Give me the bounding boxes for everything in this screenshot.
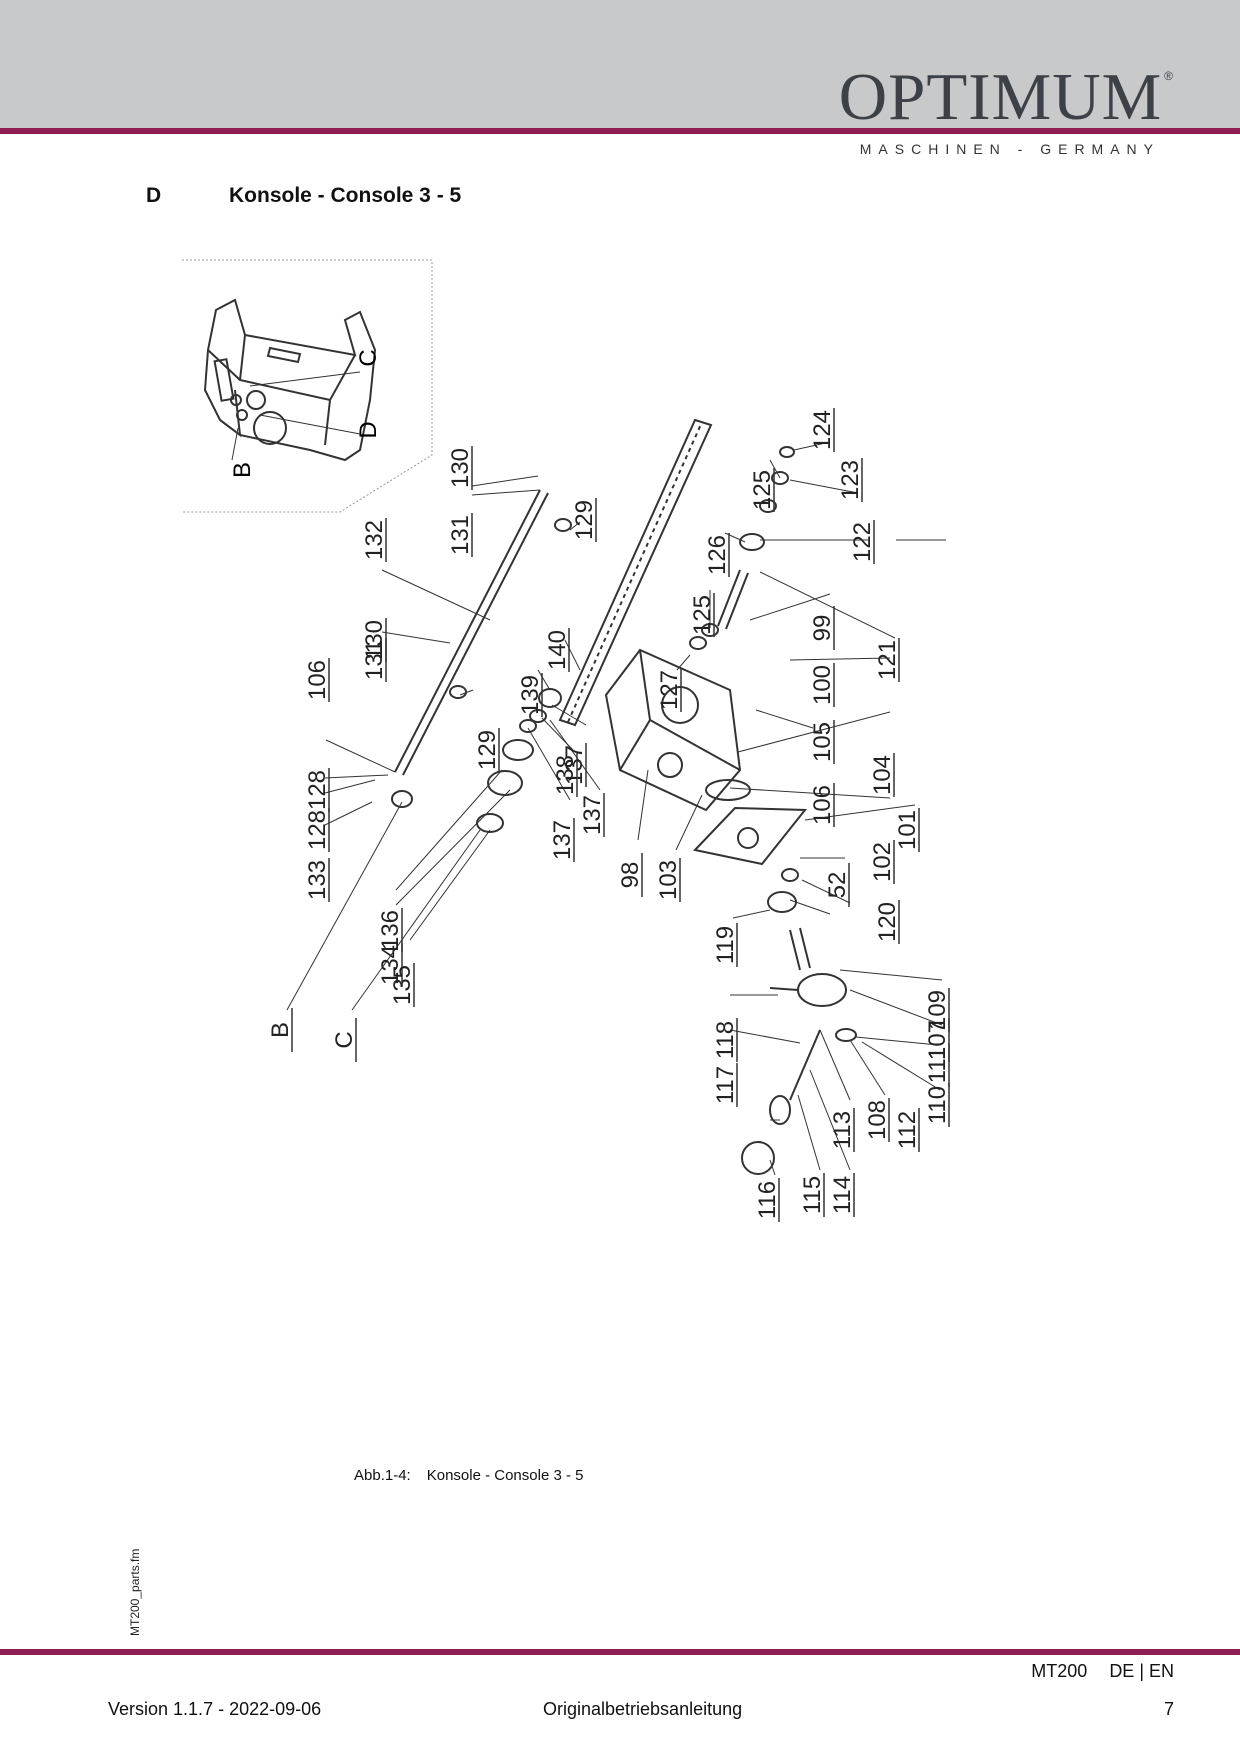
overview-label-b: B: [229, 462, 256, 478]
part-number-label: 137: [579, 795, 606, 835]
brand-name: OPTIMUM: [838, 60, 1163, 134]
part-number-label: C: [331, 1031, 358, 1048]
part-number-label: 52: [824, 872, 851, 899]
footer-model: MT200 DE | EN: [1031, 1661, 1174, 1682]
brand-logo: OPTIMUM®: [839, 64, 1174, 131]
footer-manual-title: Originalbetriebsanleitung: [543, 1699, 743, 1719]
part-number-label: 115: [799, 1176, 826, 1214]
page-number: 7: [1163, 1699, 1174, 1719]
footer-rule: [0, 1649, 1240, 1655]
part-number-label: 102: [869, 842, 896, 882]
part-number-label: 125: [749, 470, 776, 510]
part-number-label: 131: [361, 640, 388, 680]
part-number-label: 106: [809, 785, 836, 825]
part-number-label: 119: [712, 926, 739, 964]
part-number-label: 137: [549, 820, 576, 860]
figure-caption: Abb.1-4: Konsole - Console 3 - 5: [354, 1467, 583, 1484]
part-number-label: 120: [874, 902, 901, 942]
part-number-label: 132: [361, 520, 388, 560]
part-number-label: 128: [304, 810, 331, 850]
part-number-label: 110: [924, 1086, 951, 1124]
part-number-label: 117: [712, 1066, 739, 1104]
part-number-label: 103: [655, 860, 682, 900]
section-letter: D: [146, 184, 162, 207]
part-number-label: 134: [377, 945, 404, 985]
part-number-label: 116: [754, 1181, 781, 1219]
part-number-label: 130: [361, 620, 388, 660]
part-number-label: 124: [809, 410, 836, 450]
part-number-label: 107: [924, 1020, 951, 1060]
part-number-label: 109: [924, 990, 951, 1030]
registered-mark: ®: [1164, 69, 1174, 83]
part-number-label: 129: [474, 730, 501, 770]
caption-text: Konsole - Console 3 - 5: [426, 1467, 584, 1484]
overview-label-c: C: [355, 349, 382, 366]
footer-version: Version 1.1.7 - 2022-09-06: [108, 1699, 322, 1719]
part-number-label: 101: [894, 810, 921, 850]
side-filename: MT200_parts.fm: [128, 1548, 142, 1636]
parts-drawing: [391, 418, 857, 1175]
part-number-label: 140: [544, 630, 571, 670]
part-number-label: 98: [617, 862, 644, 889]
part-number-label: 121: [874, 640, 901, 680]
part-number-label: 127: [656, 670, 683, 710]
part-number-label: 137: [561, 745, 588, 785]
part-number-label: 123: [837, 460, 864, 500]
part-number-label: 135: [389, 965, 416, 1005]
part-number-label: 129: [571, 500, 598, 540]
overview-label-d: D: [355, 421, 382, 438]
part-number-label: 108: [864, 1100, 891, 1140]
part-number-label: 114: [829, 1176, 856, 1214]
caption-number: Abb.1-4:: [354, 1467, 411, 1484]
part-number-label: 136: [377, 910, 404, 950]
part-number-label: 138: [552, 755, 579, 795]
part-number-label: 130: [447, 448, 474, 488]
part-number-label: 111: [924, 1047, 951, 1083]
overview-inset: C D B: [182, 259, 433, 513]
part-number-label: 113: [829, 1111, 856, 1149]
brand-tagline: MASCHINEN - GERMANY: [859, 141, 1160, 157]
part-number-label: 112: [894, 1111, 921, 1149]
part-number-label: 125: [689, 595, 716, 635]
part-number-label: 104: [869, 755, 896, 795]
part-number-label: B: [267, 1022, 294, 1038]
part-number-label: 139: [517, 675, 544, 715]
model-name: MT200: [1031, 1661, 1088, 1681]
part-number-label: 118: [712, 1021, 739, 1059]
part-number-label: 106: [304, 660, 331, 700]
exploded-parts-diagram: C D B: [182, 259, 951, 1222]
part-number-label: 131: [447, 515, 474, 555]
header-band: [0, 0, 1240, 128]
part-number-label: 105: [809, 722, 836, 762]
section-title: Konsole - Console 3 - 5: [229, 184, 462, 207]
part-number-label: 126: [704, 535, 731, 575]
header-rule: [0, 128, 1240, 134]
language-codes: DE | EN: [1109, 1661, 1174, 1681]
part-number-label: 122: [849, 522, 876, 562]
part-number-label: 100: [809, 665, 836, 705]
part-number-label: 99: [809, 615, 836, 642]
part-number-label: 128: [304, 770, 331, 810]
part-number-label: 133: [304, 860, 331, 900]
